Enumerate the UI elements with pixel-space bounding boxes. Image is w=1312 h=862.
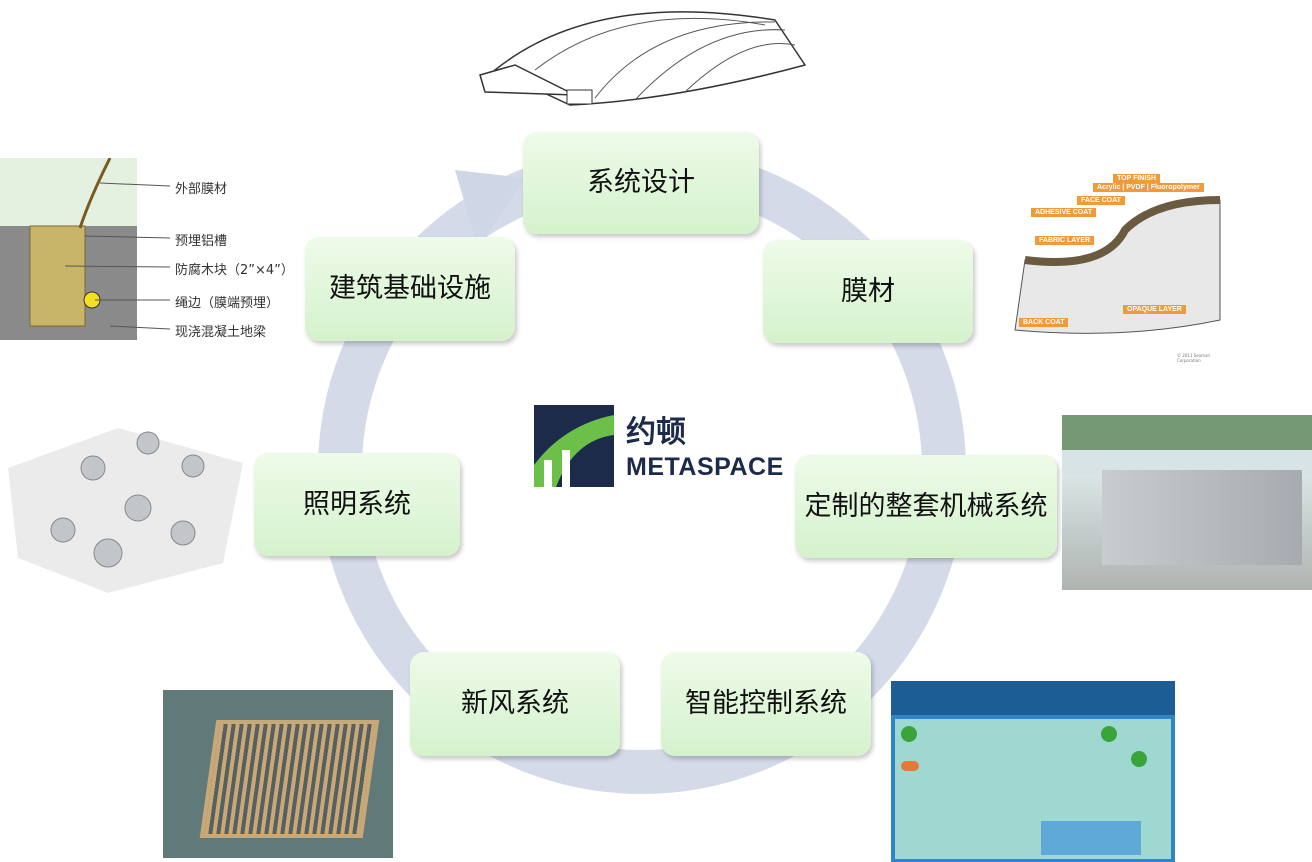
- node-machinery: 定制的整套机械系统: [795, 455, 1057, 558]
- leader-lines-icon: [64, 182, 171, 330]
- membrane-icon: [1014, 196, 1221, 334]
- membrane-credit: © 2011 Seaman Corporation: [1177, 353, 1211, 363]
- foundation-label-2: 预埋铝槽: [175, 234, 228, 249]
- membrane-tag-fabric-layer: FABRIC LAYER: [1035, 236, 1095, 245]
- logo-mark-icon: [534, 405, 614, 487]
- membrane-tag-back-coat: BACK COAT: [1019, 318, 1069, 327]
- membrane-tag-top-finish: TOP FINISH: [1113, 174, 1161, 183]
- node-foundation: 建筑基础设施: [305, 237, 515, 341]
- air-grille-photo: [163, 690, 393, 858]
- lighting-fixtures-illustration: [8, 428, 243, 593]
- control-system-screenshot: [891, 681, 1175, 862]
- foundation-label-1: 外部膜材: [175, 182, 228, 197]
- logo-cn: 约顿: [626, 415, 686, 450]
- membrane-tag-face-coat: FACE COAT: [1077, 196, 1125, 205]
- membrane-tag-adhesive-coat: ADHESIVE COAT: [1031, 208, 1097, 217]
- node-smart-control: 智能控制系统: [661, 652, 871, 756]
- node-membrane: 膜材: [763, 240, 973, 343]
- air-dome-illustration: [479, 11, 807, 106]
- foundation-label-5: 现浇混凝土地梁: [175, 325, 267, 340]
- metaspace-logo: 约顿 METASPACE: [534, 405, 783, 487]
- membrane-tag-opaque-layer: OPAQUE LAYER: [1123, 305, 1186, 314]
- foundation-label-3: 防腐木块（2”×4”）: [175, 263, 294, 278]
- logo-en: METASPACE: [626, 453, 784, 481]
- machinery-photo: [1062, 415, 1312, 590]
- membrane-layers-diagram: TOP FINISH Acrylic | PVDF | Fluoropolyme…: [1005, 170, 1230, 363]
- node-lighting: 照明系统: [254, 453, 460, 556]
- node-fresh-air: 新风系统: [410, 652, 620, 756]
- foundation-detail: 外部膜材 预埋铝槽 防腐木块（2”×4”） 绳边（膜端预埋） 现浇混凝土地梁: [0, 158, 300, 343]
- membrane-tag-top-finish-sub: Acrylic | PVDF | Fluoropolymer: [1093, 183, 1204, 192]
- foundation-section-icon: [0, 158, 137, 340]
- foundation-label-4: 绳边（膜端预埋）: [175, 296, 280, 311]
- node-system-design: 系统设计: [523, 132, 759, 234]
